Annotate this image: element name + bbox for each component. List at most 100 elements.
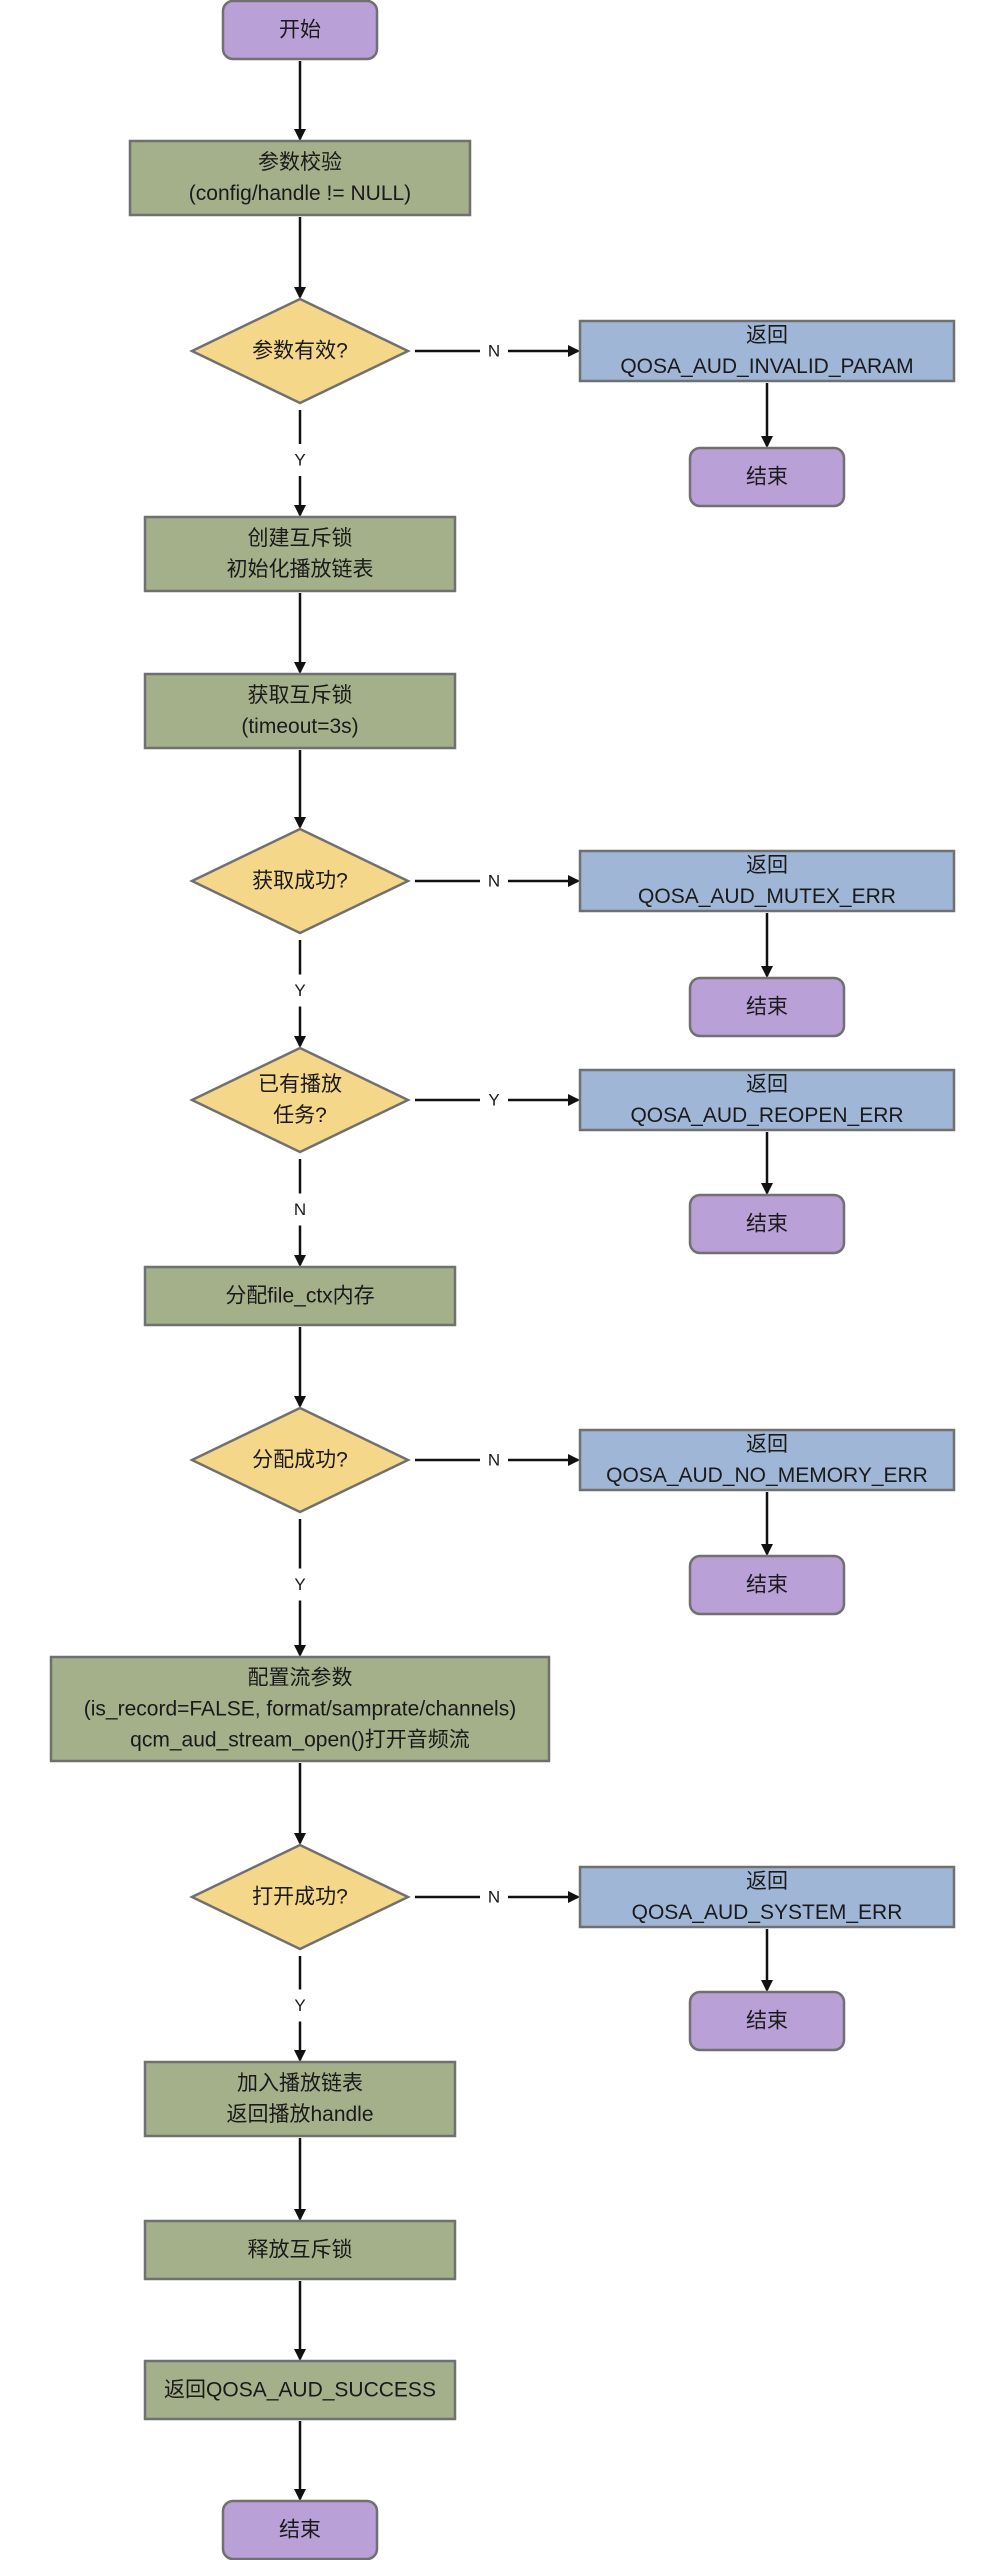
node-alloc: 分配file_ctx内存 [143, 1265, 457, 1327]
process-box [143, 2219, 457, 2281]
decision-diamond [189, 827, 411, 935]
node-label-line: 结束 [746, 2010, 788, 2033]
edge-label: Y [294, 981, 305, 1000]
node-unlock: 释放互斥锁 [143, 2219, 457, 2281]
node-label-line: QOSA_AUD_INVALID_PARAM [620, 355, 913, 378]
node-label-line: 释放互斥锁 [248, 2239, 353, 2262]
process-box [143, 2060, 457, 2138]
node-label-line: 返回 [746, 324, 788, 347]
node-r-system: 返回 QOSA_AUD_SYSTEM_ERR [578, 1865, 956, 1929]
edge-d-alloc-to-config: Y [294, 1519, 306, 1657]
return-box [578, 1865, 956, 1929]
node-label-line: 返回播放handle [226, 2103, 373, 2126]
edge-label: Y [294, 451, 305, 470]
node-label-line: 返回 [746, 1433, 788, 1456]
node-r-invalid: 返回 QOSA_AUD_INVALID_PARAM [578, 319, 956, 383]
decision-diamond [189, 297, 411, 405]
node-label-line: 创建互斥锁 [248, 527, 353, 550]
node-d-alloc: 分配成功? [189, 1406, 411, 1514]
terminal-box [688, 1193, 846, 1255]
terminal-box [221, 2499, 379, 2560]
node-label-line: 分配file_ctx内存 [225, 1285, 374, 1308]
edge-label: N [488, 1888, 500, 1907]
edge-label: Y [294, 1575, 305, 1594]
process-box [143, 515, 457, 593]
process-box [143, 1265, 457, 1327]
node-label-line: QOSA_AUD_REOPEN_ERR [630, 1104, 903, 1127]
terminal-box [688, 1554, 846, 1616]
edge-d-lock-to-r-mutex: N [415, 872, 580, 891]
node-lock: 获取互斥锁 (timeout=3s) [143, 672, 457, 750]
return-box [578, 1428, 956, 1492]
node-label-line: 加入播放链表 [237, 2072, 363, 2095]
node-end-main: 结束 [221, 2499, 379, 2560]
node-label-line: 参数校验 [258, 151, 342, 174]
return-box [578, 1068, 956, 1132]
node-label-line: 参数有效? [252, 340, 348, 363]
node-label-line: 结束 [746, 1574, 788, 1597]
edge-label: N [488, 872, 500, 891]
return-box [578, 319, 956, 383]
node-r-mutex: 返回 QOSA_AUD_MUTEX_ERR [578, 849, 956, 913]
node-label-line: 结束 [279, 2519, 321, 2542]
node-end-invalid: 结束 [688, 446, 846, 508]
node-label-line: 结束 [746, 466, 788, 489]
process-box [128, 139, 472, 217]
terminal-box [221, 0, 379, 61]
node-label-line: QOSA_AUD_NO_MEMORY_ERR [606, 1464, 928, 1487]
node-label-line: (is_record=FALSE, format/samprate/channe… [84, 1698, 516, 1721]
edge-label: N [294, 1200, 306, 1219]
node-d-open: 打开成功? [189, 1843, 411, 1951]
edge-d-lock-to-d-playing: Y [294, 940, 306, 1048]
node-label-line: 返回QOSA_AUD_SUCCESS [164, 2379, 436, 2402]
node-d-valid: 参数有效? [189, 297, 411, 405]
node-label-line: (config/handle != NULL) [189, 182, 411, 205]
node-end-mutex: 结束 [688, 976, 846, 1038]
node-label-line: qcm_aud_stream_open()打开音频流 [130, 1729, 470, 1752]
node-label-line: 返回 [746, 1870, 788, 1893]
node-label-line: QOSA_AUD_SYSTEM_ERR [632, 1901, 903, 1924]
edge-label: Y [294, 1996, 305, 2015]
edge-d-open-to-r-system: N [415, 1888, 580, 1907]
terminal-box [688, 446, 846, 508]
node-r-reopen: 返回 QOSA_AUD_REOPEN_ERR [578, 1068, 956, 1132]
node-r-success: 返回QOSA_AUD_SUCCESS [143, 2359, 457, 2421]
node-label-line: 初始化播放链表 [227, 558, 374, 581]
node-label-line: 开始 [279, 19, 321, 42]
node-config: 配置流参数 (is_record=FALSE, format/samprate/c… [49, 1655, 551, 1763]
node-label-line: QOSA_AUD_MUTEX_ERR [638, 885, 896, 908]
node-label-line: 获取成功? [252, 870, 348, 893]
node-label-line: 任务? [273, 1104, 327, 1127]
edge-label: N [488, 1451, 500, 1470]
node-end-system: 结束 [688, 1990, 846, 2052]
node-label-line: 已有播放 [258, 1073, 342, 1096]
edge-d-valid-to-create-mutex: Y [294, 410, 306, 517]
edges: N Y N Y Y N N Y N Y [294, 61, 773, 2501]
node-end-reopen: 结束 [688, 1193, 846, 1255]
terminal-box [688, 976, 846, 1038]
node-validate: 参数校验 (config/handle != NULL) [128, 139, 472, 217]
node-label-line: 结束 [746, 1213, 788, 1236]
decision-diamond [189, 1843, 411, 1951]
node-start: 开始 [221, 0, 379, 61]
edge-d-playing-to-alloc: N [294, 1159, 306, 1267]
node-r-nomem: 返回 QOSA_AUD_NO_MEMORY_ERR [578, 1428, 956, 1492]
edge-label: N [488, 342, 500, 361]
return-box [578, 849, 956, 913]
node-end-nomem: 结束 [688, 1554, 846, 1616]
node-label-line: 配置流参数 [248, 1667, 353, 1690]
edge-d-alloc-to-r-nomem: N [415, 1451, 580, 1470]
node-label-line: (timeout=3s) [241, 715, 358, 738]
node-label-line: 返回 [746, 1073, 788, 1096]
node-label-line: 获取互斥锁 [248, 684, 353, 707]
process-box [49, 1655, 551, 1763]
node-d-lock: 获取成功? [189, 827, 411, 935]
process-box [143, 2359, 457, 2421]
edge-label: Y [488, 1091, 499, 1110]
node-label-line: 返回 [746, 854, 788, 877]
